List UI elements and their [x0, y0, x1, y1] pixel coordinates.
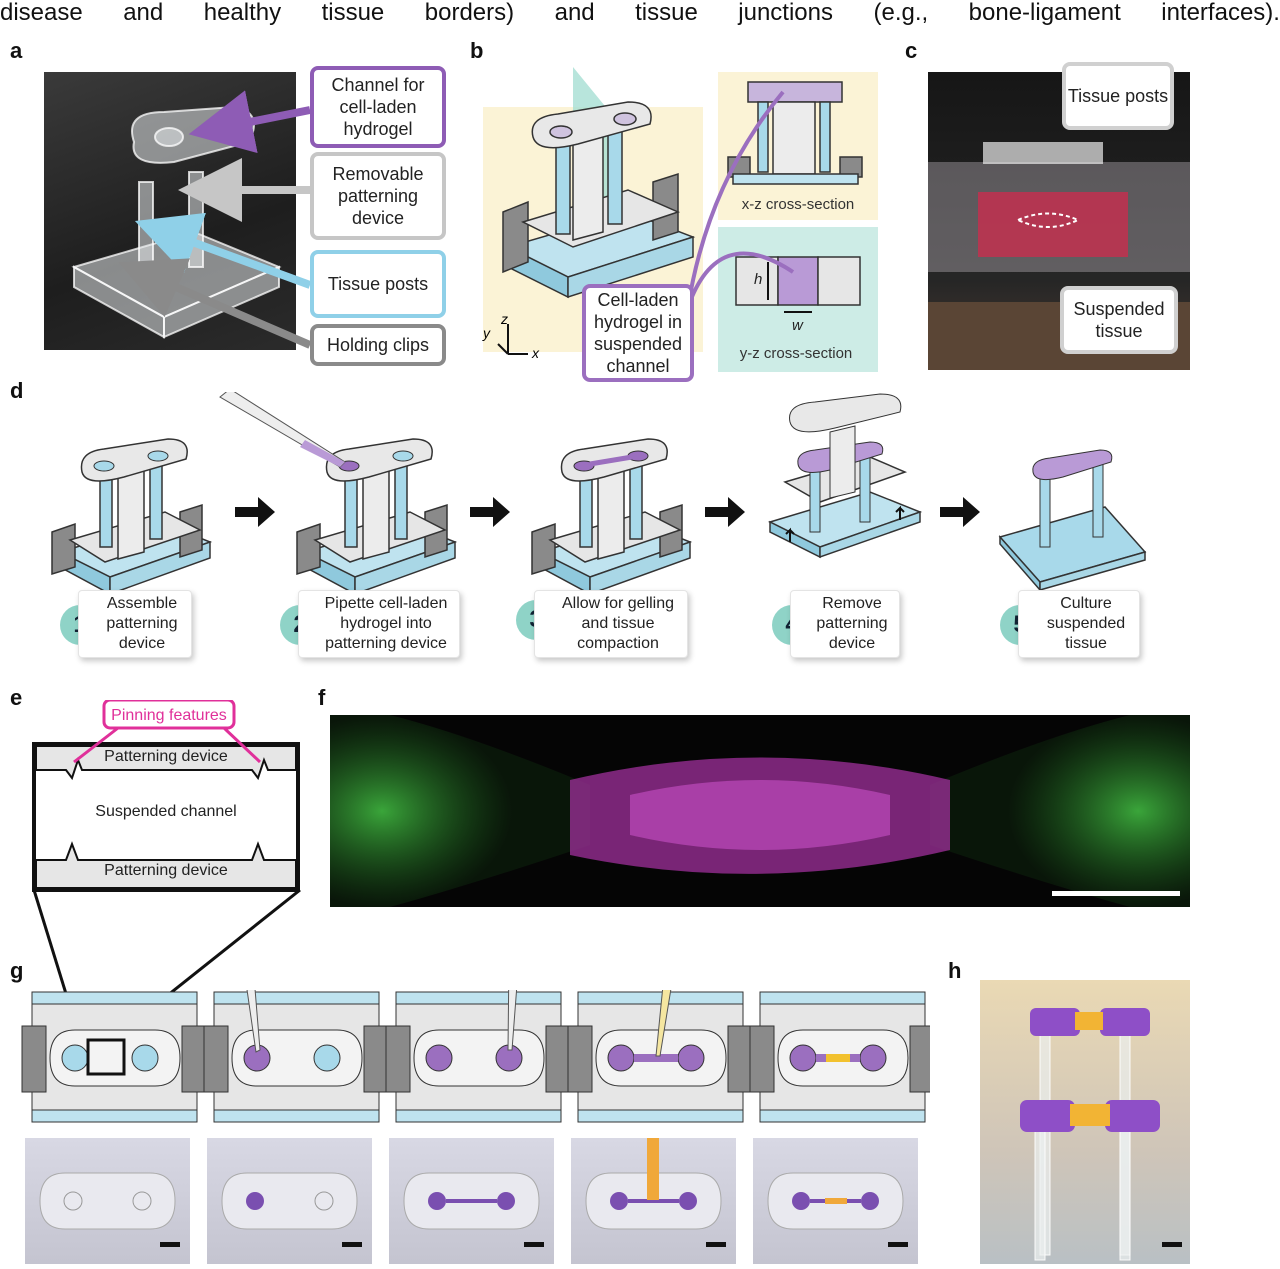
xz-caption: x-z cross-section [742, 196, 855, 213]
step-text-1: Assemble patterning device [78, 590, 192, 658]
w-label: w [792, 317, 804, 334]
panel-d-workflow [51, 392, 1147, 592]
g-photo-2-drawing [221, 1172, 358, 1230]
callout-tissue-posts: Tissue posts [310, 250, 446, 318]
g-photo-2 [207, 1138, 372, 1264]
panel-e-diagram [32, 700, 300, 892]
callout-holding-clips: Holding clips [310, 324, 446, 366]
step-text-2: Pipette cell-laden hydrogel into pattern… [298, 590, 460, 658]
scale-bar-f [1052, 891, 1180, 896]
step-4-illustration [767, 393, 923, 559]
tissue-photo-drawing [1020, 1008, 1160, 1261]
body-text-word: interfaces). [1161, 0, 1280, 26]
fluorescence-image [330, 715, 1190, 907]
pinning-features-label: Pinning features [111, 707, 227, 724]
body-text-word: healthy [203, 0, 282, 26]
tissue-photo [980, 980, 1190, 1264]
body-text-word: and [123, 0, 164, 26]
g-step-5 [749, 991, 930, 1123]
g-photo-3-drawing [403, 1172, 540, 1230]
g-scale-bar-1 [160, 1242, 180, 1247]
panel-label-a: a [10, 38, 23, 63]
callout-channel: Channel for cell-laden hydrogel [310, 66, 446, 148]
panel-label-d: d [10, 378, 24, 403]
h-scale-bar [1162, 1242, 1182, 1247]
body-text-word: junctions [738, 0, 834, 26]
fluorescence-drawing [330, 715, 1190, 907]
step-text-4: Remove patterning device [790, 590, 900, 658]
g-scale-bar-3 [524, 1242, 544, 1247]
g-photo-5-drawing [767, 1172, 904, 1230]
body-text-word: disease [0, 0, 83, 26]
step-arrow-1 [235, 497, 275, 527]
step-text-3: Allow for gelling and tissue compaction [534, 590, 688, 658]
body-text-word: tissue [321, 0, 385, 26]
callout-removable-device: Removable patterning device [310, 152, 446, 240]
g-step-2 [203, 990, 389, 1123]
body-text-word: and [554, 0, 595, 26]
g-photo-4 [571, 1138, 736, 1264]
step-2-illustration [219, 392, 456, 592]
panel-label-e: e [10, 685, 23, 710]
body-text-word: tissue [635, 0, 698, 26]
g-step-1 [21, 991, 207, 1123]
g-photo-1 [25, 1138, 190, 1264]
step-5-illustration [998, 449, 1147, 592]
step-3-illustration [531, 438, 691, 592]
body-text-line: disease and healthy tissue borders) and tissue… [0, 0, 1280, 28]
step-arrow-4 [940, 497, 980, 527]
axis-y: y [482, 325, 491, 341]
panel-label-b: b [470, 38, 484, 63]
step-arrow-2 [470, 497, 510, 527]
g-step-4 [567, 990, 753, 1123]
step-1-illustration [51, 438, 211, 592]
body-text-word: borders) [424, 0, 515, 26]
axis-x: x [531, 345, 540, 361]
g-step-3 [385, 990, 571, 1123]
patterning-device-top-label: Patterning device [104, 748, 228, 765]
g-photo-3 [389, 1138, 554, 1264]
callout-c-tissue-posts: Tissue posts [1062, 62, 1174, 130]
panel-b-diagram: x-z cross-section h w y-z cross-section … [482, 67, 878, 372]
g-photo-4-drawing [585, 1138, 722, 1230]
callout-suspended-tissue: Suspended tissue [1060, 286, 1178, 354]
panel-label-f: f [318, 685, 326, 710]
callout-hydrogel: Cell-laden hydrogel in suspended channel [582, 284, 694, 382]
g-photo-1-drawing [39, 1172, 176, 1230]
step-text-5: Culture suspended tissue [1018, 590, 1140, 658]
body-text-word: (e.g., [873, 0, 929, 26]
g-scale-bar-2 [342, 1242, 362, 1247]
g-scale-bar-5 [888, 1242, 908, 1247]
body-text-word: bone-ligament [968, 0, 1121, 26]
panel-label-g: g [10, 958, 24, 983]
axis-z: z [500, 311, 508, 327]
yz-caption: y-z cross-section [740, 345, 853, 362]
g-photo-5 [753, 1138, 918, 1264]
suspended-channel-label: Suspended channel [95, 803, 237, 820]
g-scale-bar-4 [706, 1242, 726, 1247]
panel-label-h: h [948, 958, 962, 983]
panel-label-c: c [905, 38, 918, 63]
patterning-device-bottom-label: Patterning device [104, 862, 228, 879]
panel-a-arrows [118, 90, 312, 349]
h-label: h [754, 271, 762, 288]
step-arrow-3 [705, 497, 745, 527]
panel-g-schematics [21, 990, 930, 1123]
